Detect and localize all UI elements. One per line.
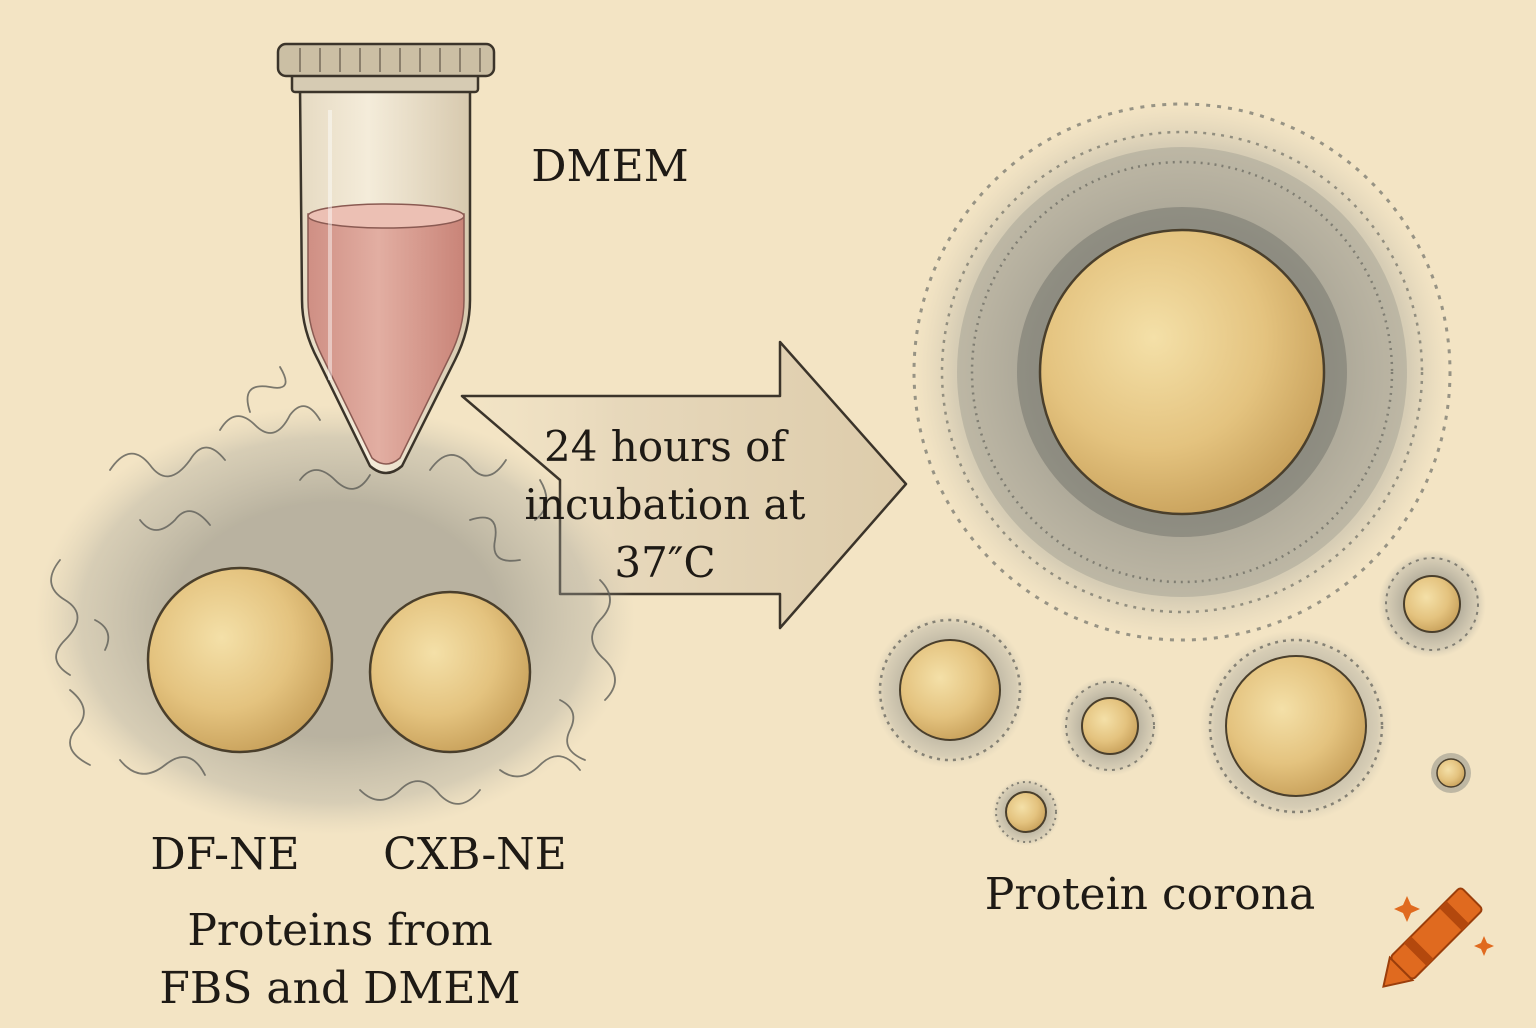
cxb-ne-label: CXB-NE [383,829,567,880]
corona-f [1431,753,1471,793]
protein-corona-label: Protein corona [984,869,1316,920]
cxb-ne-droplet [368,590,532,754]
small-coronas [872,550,1486,846]
incubation-label: 24 hours of incubation at 37″C [500,418,830,592]
tube-icon [276,42,496,475]
df-ne-label: DF-NE [150,829,300,880]
incubation-line-3: 37″C [614,538,716,587]
incubation-line-1: 24 hours of [544,422,786,471]
proteins-line-2: FBS and DMEM [159,963,521,1014]
crayon-logo-icon [1382,887,1494,988]
corona-d [1200,630,1392,822]
dmem-label: DMEM [531,141,689,192]
df-ne-droplet [146,566,334,754]
corona-e [1378,550,1486,658]
corona-b [1060,676,1160,776]
incubation-line-2: incubation at [524,480,806,529]
proteins-line-1: Proteins from [187,905,493,956]
corona-a [872,612,1028,768]
large-droplet [1038,228,1326,516]
proteins-label: Proteins from FBS and DMEM [120,902,560,1018]
corona-c [992,778,1060,846]
